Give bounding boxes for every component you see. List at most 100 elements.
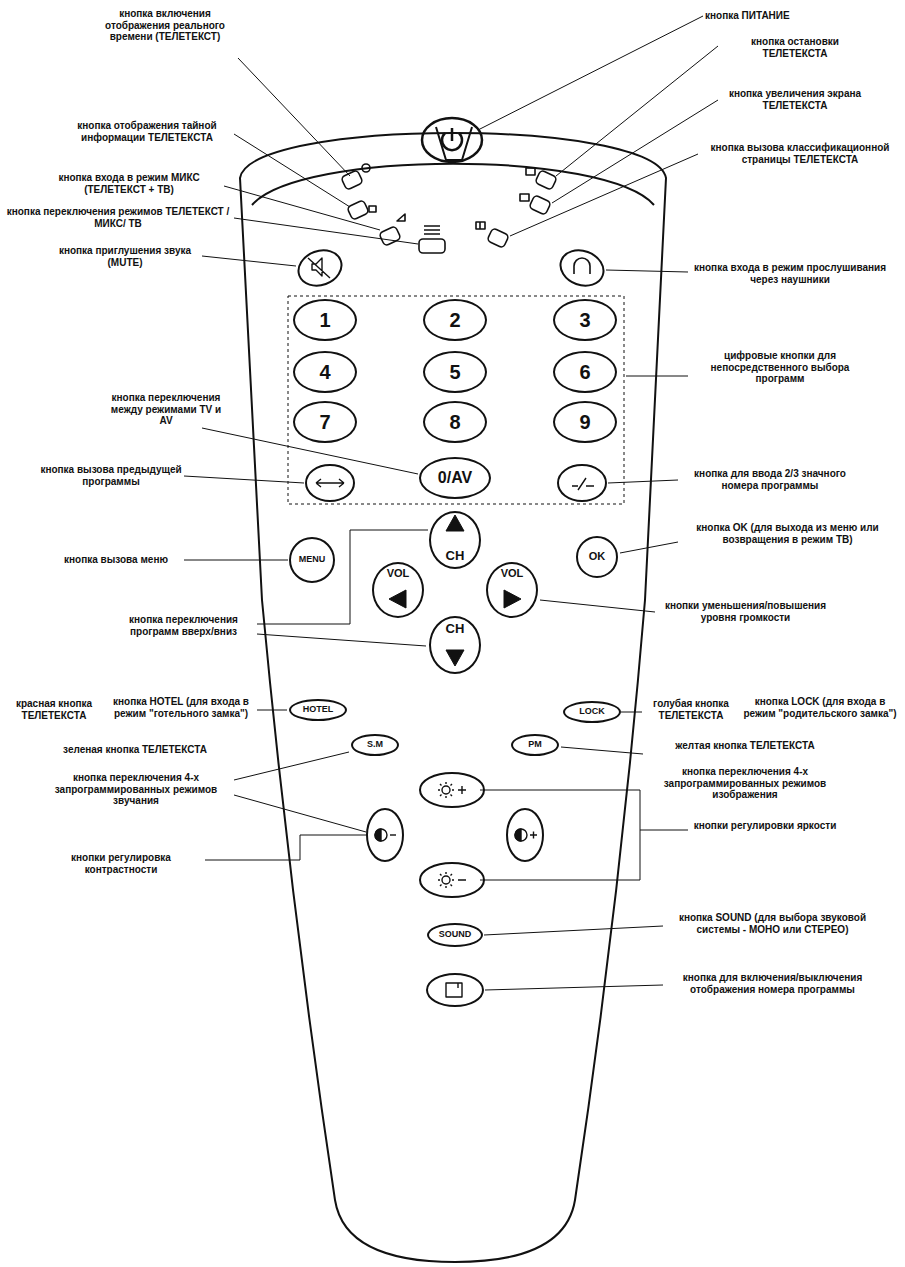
callout-text: кнопка OK (для выхода из меню или возвра…: [696, 522, 879, 545]
callout-text: кнопка ПИТАНИЕ: [705, 10, 790, 21]
callout-text: кнопка отображения тайной информации ТЕЛ…: [77, 120, 216, 143]
callout-label: кнопка остановки ТЕЛЕТЕКСТА: [720, 36, 870, 59]
button-text: S.M: [367, 740, 383, 749]
digit-entry-button: [558, 465, 606, 501]
callout-label: кнопка вызова классификационной страницы…: [700, 142, 900, 165]
callout-label: красная кнопка ТЕЛЕТЕКСТА: [4, 698, 104, 721]
callout-label: кнопка переключения 4-х запрограммирован…: [645, 766, 845, 801]
callout-text: кнопка переключения 4-х запрограммирован…: [55, 772, 218, 806]
headphones-icon: [574, 258, 590, 274]
button-text: CH: [446, 622, 465, 636]
arrow-triangles: [389, 515, 521, 666]
callout-label: кнопка ПИТАНИЕ: [705, 10, 855, 22]
callout-text: кнопка вызова предыдущей программы: [40, 464, 181, 487]
callout-label: кнопка SOUND (для выбора звуковой систем…: [665, 912, 880, 935]
remote-button: 4: [293, 351, 357, 393]
remote-button: S.M: [351, 734, 399, 756]
callout-text: цифровые кнопки для непосредственного вы…: [711, 350, 850, 384]
remote-button: OK: [576, 536, 618, 578]
teletext-small-buttons: [341, 164, 557, 253]
remote-button: VOL: [486, 562, 538, 618]
button-text: CH: [446, 549, 465, 563]
callout-text: кнопка приглушения звука (MUTE): [59, 245, 191, 268]
callout-label: кнопки регулировка контрастности: [40, 852, 202, 875]
button-text: 1: [319, 310, 330, 331]
callout-text: кнопки уменьшения/повышения уровня громк…: [665, 600, 826, 623]
callout-text: кнопка переключения 4-х запрограммирован…: [664, 766, 827, 800]
remote-button: 0/AV: [419, 457, 491, 499]
callout-label: зеленая кнопка ТЕЛЕТЕКСТА: [60, 744, 210, 756]
callout-text: кнопка переключения режимов ТЕЛЕТЕКСТ / …: [7, 206, 230, 229]
remote-button: 2: [423, 299, 487, 341]
remote-button: 3: [553, 299, 617, 341]
callout-label: кнопка для включения/выключения отображе…: [665, 972, 880, 995]
remote-button: 1: [293, 299, 357, 341]
remote-button: 5: [423, 351, 487, 393]
callout-label: кнопка вызова предыдущей программы: [40, 464, 182, 487]
callout-label: кнопка включения отображения реального в…: [90, 8, 240, 43]
remote-button: LOCK: [563, 701, 621, 723]
button-text: SOUND: [439, 930, 472, 939]
callout-label: кнопка переключения между режимами TV и …: [108, 392, 224, 427]
remote-button: VOL: [372, 562, 424, 618]
callout-text: кнопки регулировки яркости: [694, 820, 837, 831]
button-text: LOCK: [579, 707, 605, 716]
callout-label: кнопки регулировки яркости: [690, 820, 840, 832]
remote-body: [240, 133, 666, 1262]
remote-button: 6: [553, 351, 617, 393]
remote-button: 7: [293, 401, 357, 443]
button-text: 7: [319, 412, 330, 433]
button-text: 6: [579, 362, 590, 383]
callout-label: кнопки уменьшения/повышения уровня громк…: [658, 600, 833, 623]
arrows-icon: [316, 479, 344, 487]
button-text: VOL: [387, 568, 410, 580]
callout-label: цифровые кнопки для непосредственного вы…: [690, 350, 870, 385]
dash-icon: [572, 478, 594, 490]
remote-button: 9: [553, 401, 617, 443]
callout-label: кнопка переключения 4-х запрограммирован…: [40, 772, 232, 807]
headphones-button: [556, 245, 609, 292]
mute-button: [294, 245, 347, 292]
callout-text: кнопка HOTEL (для входа в режим "готельн…: [113, 696, 249, 719]
remote-notch: [436, 127, 472, 160]
callout-text: кнопка для включения/выключения отображе…: [683, 972, 863, 995]
callout-text: кнопка вызова меню: [64, 554, 168, 565]
callout-label: кнопка входа в режим прослушивания через…: [690, 262, 890, 285]
button-text: 0/AV: [438, 470, 472, 487]
callout-label: кнопка HOTEL (для входа в режим "готельн…: [106, 696, 256, 719]
callout-text: кнопка SOUND (для выбора звуковой систем…: [679, 912, 866, 935]
button-text: 3: [579, 310, 590, 331]
button-text: 5: [449, 362, 460, 383]
callout-text: кнопка входа в режим МИКС (ТЕЛЕТЕКСТ + Т…: [58, 172, 199, 195]
callout-text: кнопка переключения программ вверх/вниз: [129, 614, 238, 637]
callout-label: кнопка увеличения экрана ТЕЛЕТЕКСТА: [720, 88, 870, 111]
button-text: MENU: [299, 555, 326, 564]
mute-icon: [308, 258, 330, 278]
callout-text: кнопка включения отображения реального в…: [105, 8, 225, 42]
digit-group-box: [288, 296, 624, 504]
leader-lines: [184, 16, 718, 990]
callout-label: кнопка вызова меню: [50, 554, 182, 566]
button-text: OK: [589, 551, 606, 563]
program-number-button: [427, 974, 483, 1006]
remote-button: 8: [423, 401, 487, 443]
remote-button: SOUND: [427, 923, 483, 947]
callout-text: кнопка входа в режим прослушивания через…: [694, 262, 886, 285]
program-number-icon: [446, 983, 462, 997]
button-text: 8: [449, 412, 460, 433]
remote-button: PM: [511, 734, 559, 756]
picture-icons: [375, 782, 537, 888]
previous-program-button: [306, 465, 354, 501]
callout-text: кнопка LOCK (для входа в режим "родитель…: [743, 696, 896, 719]
button-text: PM: [528, 740, 542, 749]
callout-text: кнопка увеличения экрана ТЕЛЕТЕКСТА: [729, 88, 861, 111]
button-text: HOTEL: [303, 705, 334, 714]
callout-text: кнопка для ввода 2/3 значного номера про…: [694, 468, 846, 491]
callout-text: кнопка переключения между режимами TV и …: [111, 392, 221, 426]
remote-button: CH: [429, 511, 481, 569]
remote-bevel: [252, 164, 654, 205]
remote-button: HOTEL: [289, 699, 347, 721]
callout-label: кнопка переключения режимов ТЕЛЕТЕКСТ / …: [4, 206, 232, 229]
button-text: VOL: [501, 568, 524, 580]
callout-text: красная кнопка ТЕЛЕТЕКСТА: [16, 698, 92, 721]
